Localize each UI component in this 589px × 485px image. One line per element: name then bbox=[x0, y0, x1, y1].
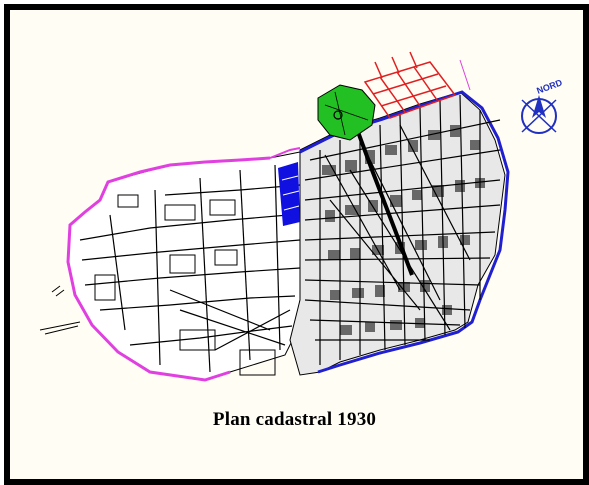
blue-block-lines bbox=[281, 175, 300, 211]
west-edge-marks bbox=[39, 285, 81, 335]
east-block-fill bbox=[322, 125, 485, 335]
west-district bbox=[67, 151, 301, 381]
new-quarter-boundary bbox=[459, 59, 471, 91]
west-rampart bbox=[66, 156, 271, 382]
west-rampart-top bbox=[269, 147, 301, 159]
east-rampart bbox=[299, 90, 510, 374]
west-streets bbox=[79, 164, 301, 373]
north-arrow-icon: NORD bbox=[521, 77, 564, 134]
new-quarter bbox=[363, 51, 457, 119]
garden-paths bbox=[324, 91, 369, 136]
north-label: NORD bbox=[535, 77, 564, 96]
main-avenue bbox=[348, 109, 414, 276]
garden-feature bbox=[333, 110, 343, 120]
west-lots bbox=[94, 194, 276, 376]
map-caption: Plan cadastral 1930 bbox=[212, 409, 377, 430]
